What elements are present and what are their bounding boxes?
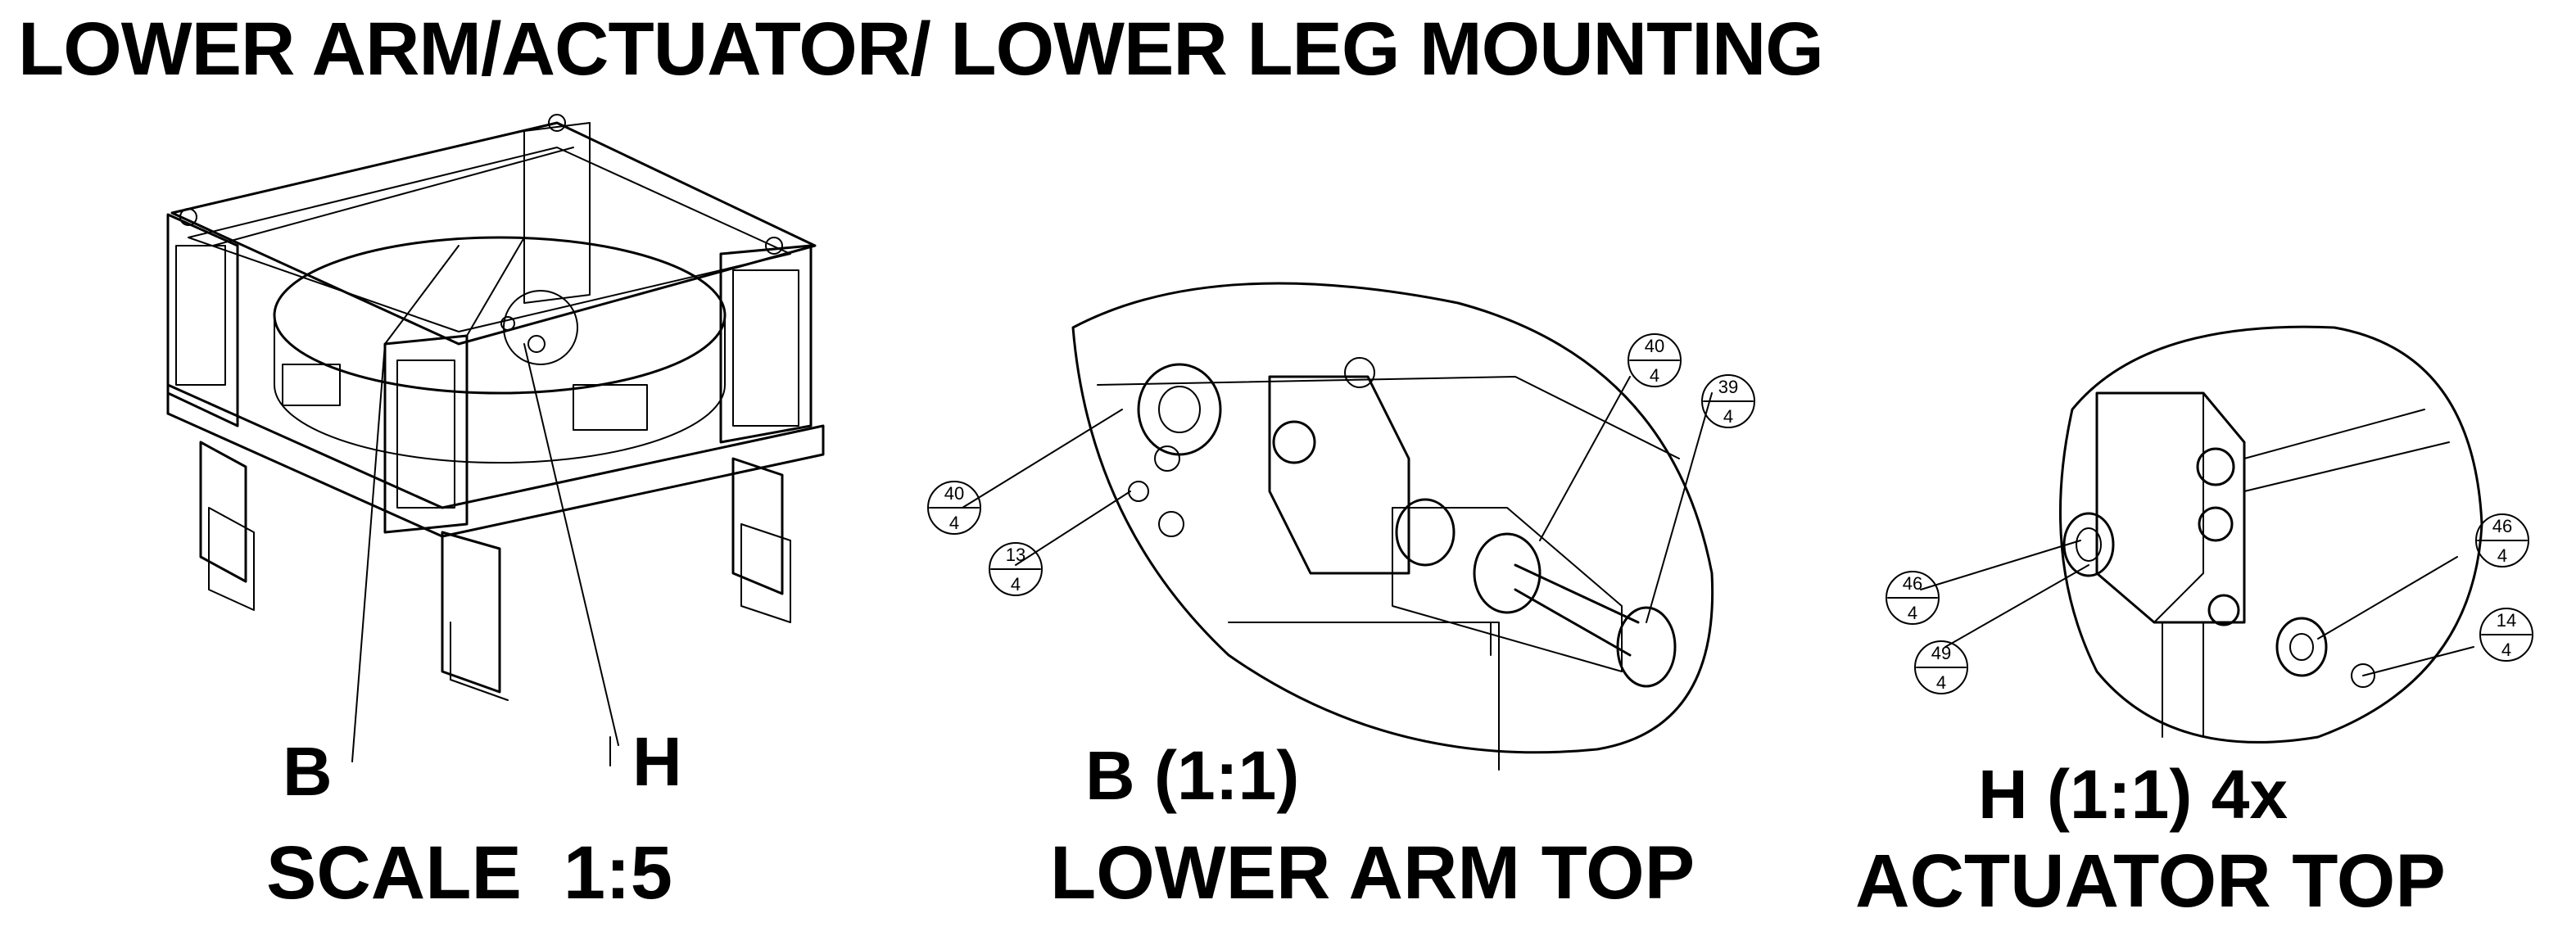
balloon-h3: 46 4 (2475, 513, 2529, 567)
callout-h: H (632, 723, 682, 800)
svg-text:13: 13 (1006, 545, 1025, 565)
svg-text:14: 14 (2497, 610, 2516, 631)
svg-text:40: 40 (944, 483, 964, 504)
detail-b-label: B (1:1) (1085, 737, 1300, 814)
detail-h-caption: ACTUATOR TOP (1855, 839, 2446, 923)
svg-text:46: 46 (2492, 516, 2512, 536)
svg-text:4: 4 (2497, 545, 2507, 566)
detail-b-caption: LOWER ARM TOP (1050, 831, 1695, 915)
svg-text:4: 4 (1908, 603, 1917, 623)
svg-text:39: 39 (1718, 377, 1738, 397)
detail-h-view (1920, 325, 2483, 744)
balloon-h2: 49 4 (1914, 640, 1968, 694)
balloon-b4: 13 4 (989, 542, 1043, 596)
svg-text:4: 4 (1723, 406, 1733, 427)
svg-text:4: 4 (1650, 365, 1659, 386)
svg-text:49: 49 (1931, 643, 1951, 663)
detail-h-label: H (1:1) 4x (1978, 756, 2289, 833)
main-isometric-view (166, 114, 825, 766)
main-scale-label: SCALE 1:5 (266, 831, 672, 915)
svg-text:40: 40 (1645, 336, 1664, 356)
drawing-title: LOWER ARM/ACTUATOR/ LOWER LEG MOUNTING (18, 7, 1824, 91)
balloon-h4: 14 4 (2479, 608, 2533, 662)
balloon-b2: 39 4 (1701, 374, 1755, 428)
balloon-b1: 40 4 (1628, 333, 1682, 387)
svg-text:4: 4 (1936, 672, 1946, 693)
balloon-h1: 46 4 (1886, 571, 1940, 625)
balloon-b3: 40 4 (927, 481, 981, 535)
svg-text:4: 4 (1011, 574, 1021, 595)
svg-text:4: 4 (949, 513, 959, 533)
svg-text:4: 4 (2501, 640, 2511, 660)
detail-b-view (962, 282, 1714, 771)
callout-b: B (283, 733, 333, 810)
svg-text:46: 46 (1903, 573, 1922, 594)
